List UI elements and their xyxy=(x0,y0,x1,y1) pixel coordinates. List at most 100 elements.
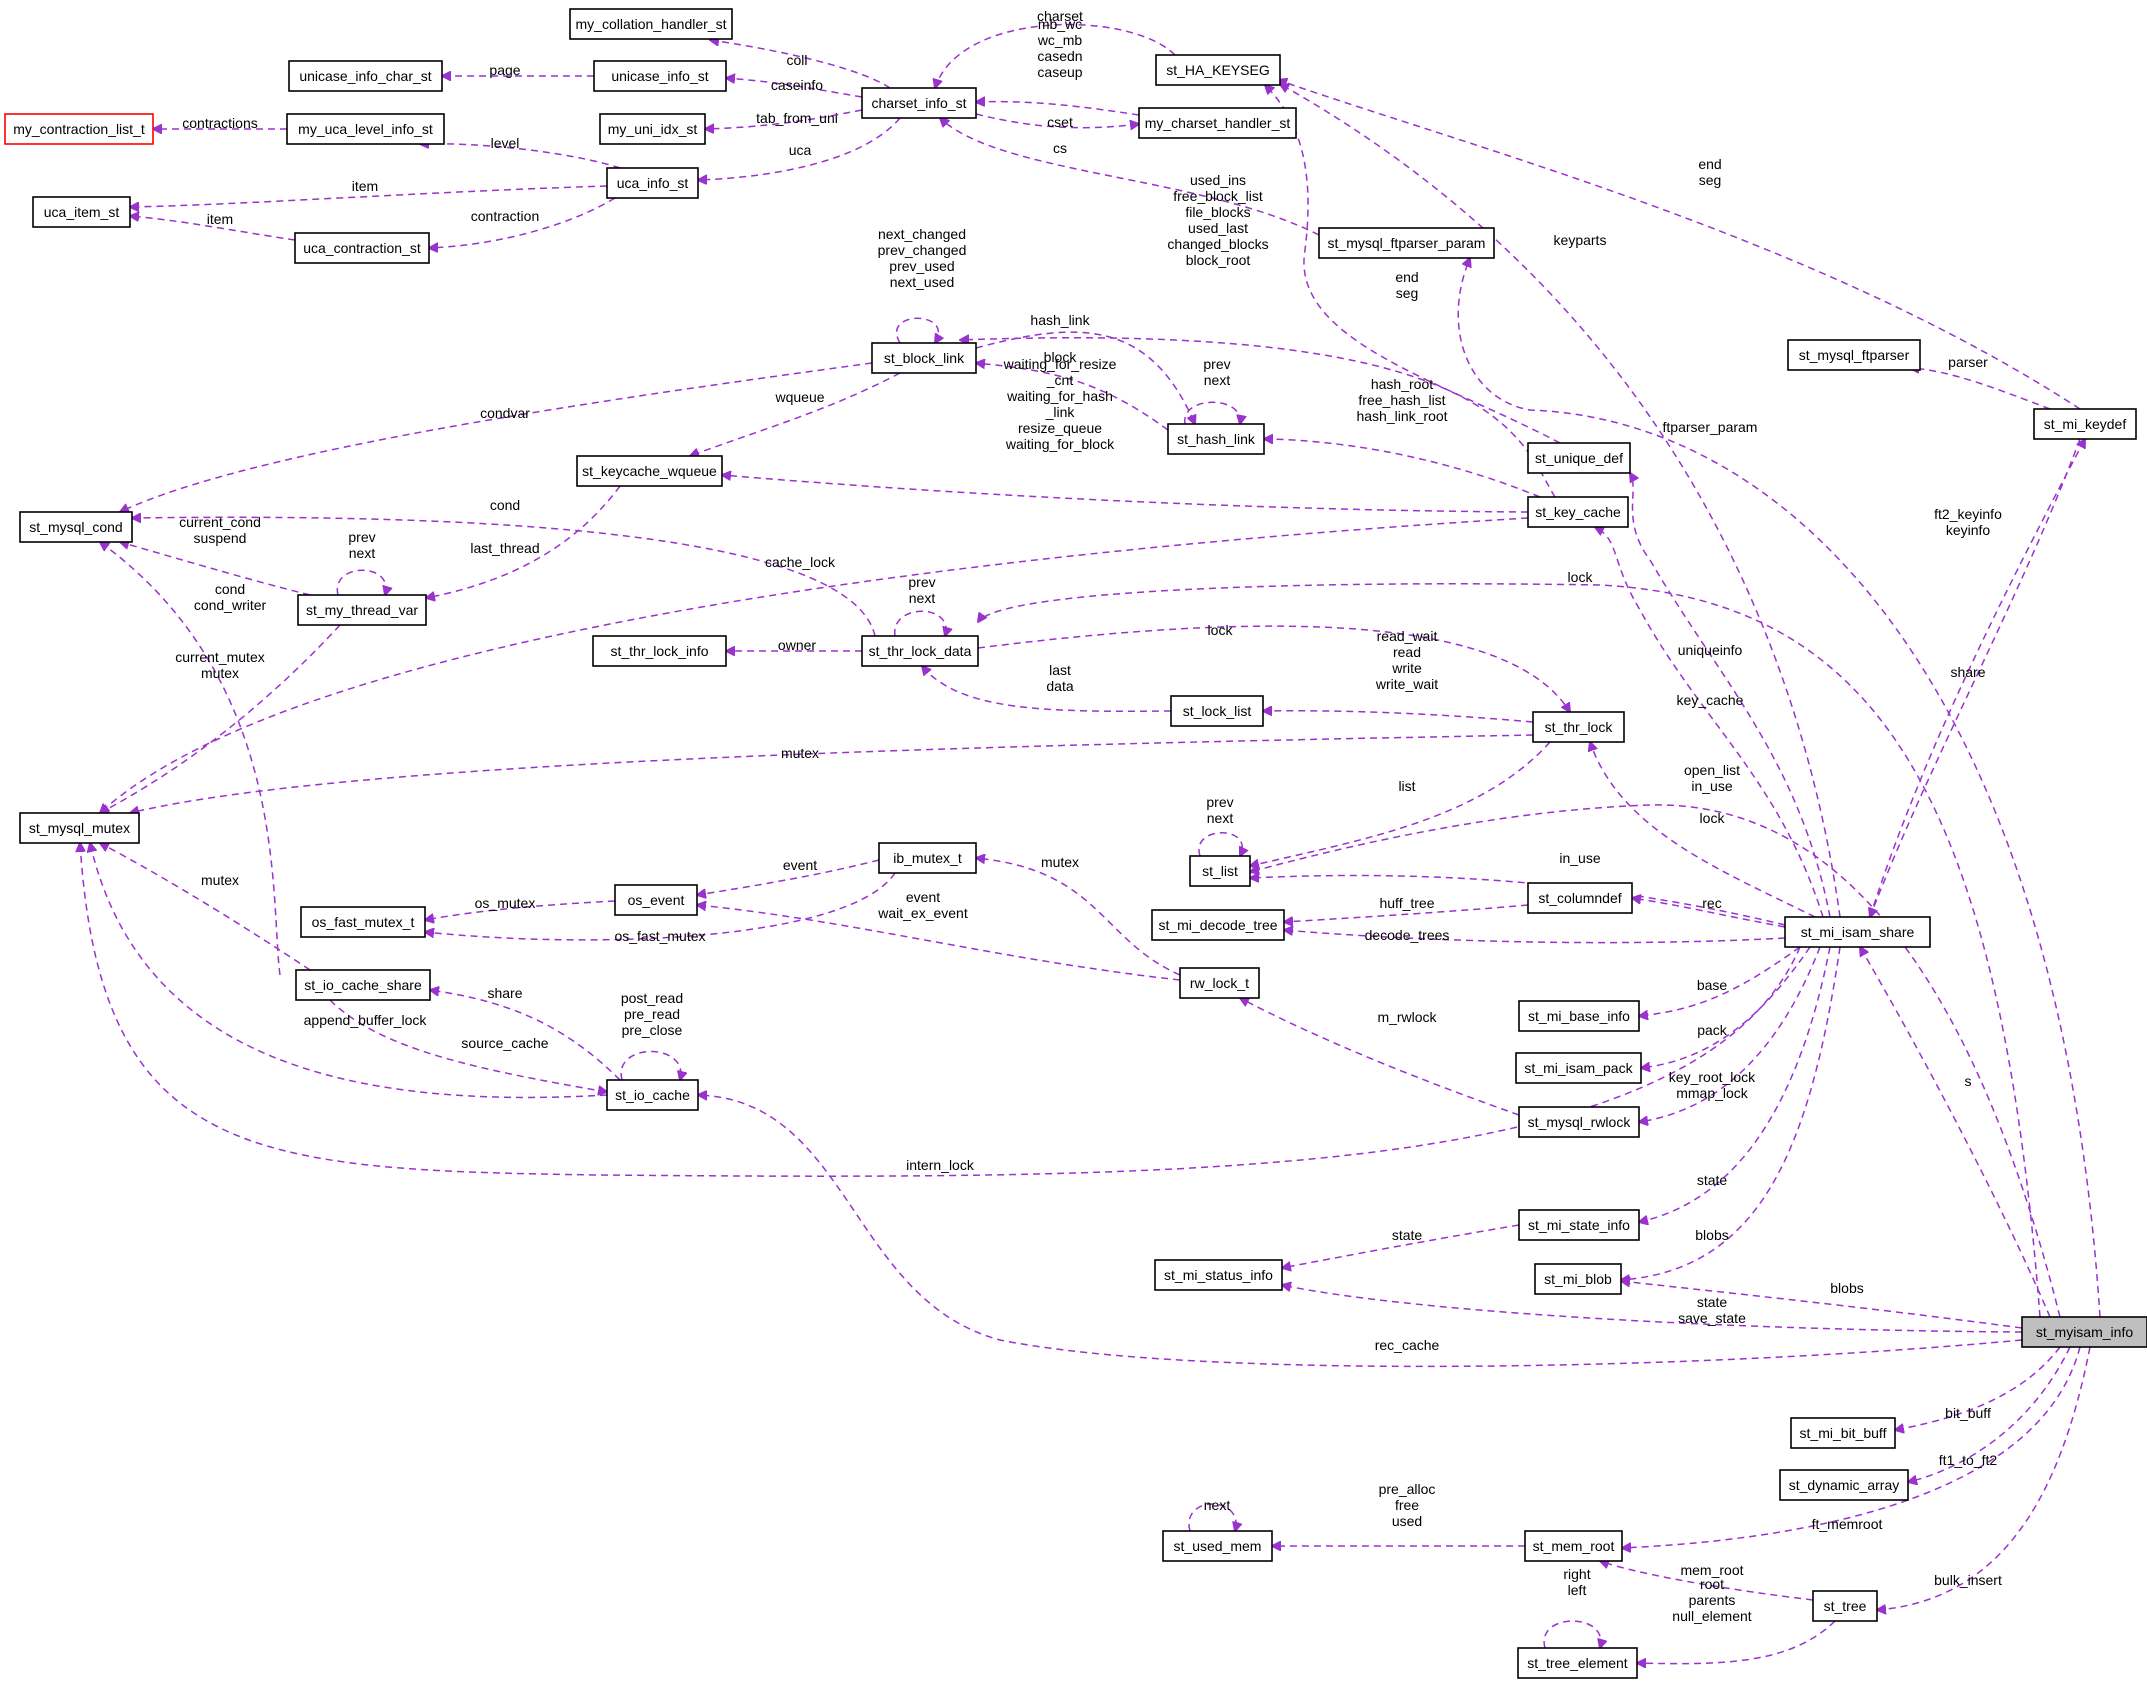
node-os_fast_mutex_t[interactable]: os_fast_mutex_t xyxy=(300,906,426,938)
node-st_used_mem[interactable]: st_used_mem xyxy=(1162,1530,1273,1562)
node-st_hash_link[interactable]: st_hash_link xyxy=(1167,423,1265,455)
node-label: uca_contraction_st xyxy=(303,240,421,256)
edge-st_myisam_info-to-st_mem_root xyxy=(1622,1346,2081,1548)
edge-label: wqueue xyxy=(774,389,824,405)
node-charset_info_st[interactable]: charset_info_st xyxy=(861,87,977,119)
edge-arrow xyxy=(1895,1346,2061,1430)
node-st_key_cache[interactable]: st_key_cache xyxy=(1527,496,1629,528)
node-st_mi_state_info[interactable]: st_mi_state_info xyxy=(1518,1209,1640,1241)
node-label: st_mysql_rwlock xyxy=(1528,1114,1632,1130)
node-label: st_io_cache_share xyxy=(304,977,422,993)
node-st_mysql_cond[interactable]: st_mysql_cond xyxy=(19,511,133,543)
node-label: st_mem_root xyxy=(1533,1538,1615,1554)
edge-st_mi_keydef-to-st_HA_KEYSEG xyxy=(1278,80,2081,410)
node-st_lock_list[interactable]: st_lock_list xyxy=(1170,695,1264,727)
node-my_uni_idx_st[interactable]: my_uni_idx_st xyxy=(599,113,706,145)
node-st_mysql_ftparser[interactable]: st_mysql_ftparser xyxy=(1787,339,1921,371)
edge-rw_lock_t-to-ib_mutex_t xyxy=(976,858,1181,976)
node-st_mi_blob[interactable]: st_mi_blob xyxy=(1534,1263,1622,1295)
edge-arrow xyxy=(710,40,891,89)
node-st_mi_isam_share[interactable]: st_mi_isam_share xyxy=(1784,916,1931,948)
edge-st_myisam_info-to-st_tree xyxy=(1877,1346,2091,1610)
node-st_HA_KEYSEG[interactable]: st_HA_KEYSEG xyxy=(1155,54,1281,86)
edge-st_io_cache_share-to-st_io_cache xyxy=(329,999,607,1092)
node-st_columndef[interactable]: st_columndef xyxy=(1527,882,1633,914)
node-st_mysql_ftparser_param[interactable]: st_mysql_ftparser_param xyxy=(1318,227,1495,259)
edge-label: state xyxy=(1392,1227,1423,1243)
node-label: st_key_cache xyxy=(1535,504,1621,520)
edge-arrow xyxy=(425,900,616,920)
node-st_thr_lock_data[interactable]: st_thr_lock_data xyxy=(861,635,979,667)
node-box xyxy=(1518,1106,1640,1138)
node-unicase_info_char_st[interactable]: unicase_info_char_st xyxy=(288,60,443,92)
node-st_dynamic_array[interactable]: st_dynamic_array xyxy=(1779,1469,1909,1501)
edge-arrow xyxy=(894,610,946,636)
edge-st_my_thread_var-to-st_my_thread_var xyxy=(336,569,386,595)
node-uca_info_st[interactable]: uca_info_st xyxy=(606,167,699,199)
node-st_io_cache_share[interactable]: st_io_cache_share xyxy=(295,969,431,1001)
edge-arrow xyxy=(426,485,621,598)
edge-st_mi_isam_share-to-st_unique_def xyxy=(1630,473,1831,918)
edge-arrow xyxy=(1188,1503,1236,1531)
node-rw_lock_t[interactable]: rw_lock_t xyxy=(1179,967,1260,999)
node-st_tree_element[interactable]: st_tree_element xyxy=(1517,1647,1638,1679)
node-st_mysql_rwlock[interactable]: st_mysql_rwlock xyxy=(1518,1106,1640,1138)
node-ib_mutex_t[interactable]: ib_mutex_t xyxy=(878,842,977,874)
node-st_mi_base_info[interactable]: st_mi_base_info xyxy=(1518,1000,1640,1032)
node-unicase_info_st[interactable]: unicase_info_st xyxy=(593,60,727,92)
node-label: st_mi_bit_buff xyxy=(1800,1425,1887,1441)
edge-st_thr_lock_data-to-st_thr_lock xyxy=(977,625,1570,712)
edge-label: parser xyxy=(1948,354,1988,370)
node-uca_contraction_st[interactable]: uca_contraction_st xyxy=(294,232,430,264)
edge-arrow xyxy=(620,1050,681,1081)
node-st_mem_root[interactable]: st_mem_root xyxy=(1524,1530,1623,1562)
node-st_block_link[interactable]: st_block_link xyxy=(871,342,977,374)
node-st_keycache_wqueue[interactable]: st_keycache_wqueue xyxy=(576,455,723,487)
node-uca_item_st[interactable]: uca_item_st xyxy=(32,196,131,228)
edge-arrow xyxy=(1860,947,2051,1318)
node-st_mysql_mutex[interactable]: st_mysql_mutex xyxy=(19,812,140,844)
edge-label: condvar xyxy=(480,405,530,421)
node-st_mi_bit_buff[interactable]: st_mi_bit_buff xyxy=(1790,1417,1896,1449)
edge-label: os_fast_mutex xyxy=(614,928,705,944)
node-box xyxy=(2033,408,2137,440)
edge-st_mi_keydef-to-st_mysql_ftparser xyxy=(1910,368,2051,410)
edge-arrow xyxy=(120,542,311,596)
node-st_mi_status_info[interactable]: st_mi_status_info xyxy=(1154,1259,1283,1291)
edge-arrow xyxy=(976,858,1181,976)
edge-st_mi_isam_share-to-st_mi_state_info xyxy=(1639,946,1831,1222)
edge-label: ftparser_param xyxy=(1663,419,1758,435)
node-st_mi_keydef[interactable]: st_mi_keydef xyxy=(2033,408,2137,440)
edge-label: in_use xyxy=(1559,850,1600,866)
edge-st_myisam_info-to-st_list xyxy=(1250,804,2061,1318)
edge-st_keycache_wqueue-to-st_my_thread_var xyxy=(426,485,621,598)
edge-arrow xyxy=(1639,946,1801,1016)
node-st_mi_isam_pack[interactable]: st_mi_isam_pack xyxy=(1515,1052,1642,1084)
edge-st_key_cache-to-st_keycache_wqueue xyxy=(722,475,1529,513)
node-st_tree[interactable]: st_tree xyxy=(1812,1590,1878,1622)
node-st_myisam_info[interactable]: st_myisam_info xyxy=(2021,1316,2147,1348)
edge-label: item xyxy=(207,211,233,227)
node-st_mi_decode_tree[interactable]: st_mi_decode_tree xyxy=(1151,909,1285,941)
node-my_collation_handler_st[interactable]: my_collation_handler_st xyxy=(569,8,733,40)
node-my_charset_handler_st[interactable]: my_charset_handler_st xyxy=(1138,107,1297,139)
edge-arrow xyxy=(1910,368,2051,410)
node-st_io_cache[interactable]: st_io_cache xyxy=(606,1079,699,1111)
node-st_my_thread_var[interactable]: st_my_thread_var xyxy=(297,594,427,626)
edge-label: ft1_to_ft2 xyxy=(1939,1452,1998,1468)
node-my_uca_level_info_st[interactable]: my_uca_level_info_st xyxy=(286,113,445,145)
node-st_unique_def[interactable]: st_unique_def xyxy=(1527,442,1631,474)
node-my_contraction_list_t[interactable]: my_contraction_list_t xyxy=(4,113,154,145)
node-box xyxy=(592,635,727,667)
node-box xyxy=(286,113,445,145)
node-st_thr_lock[interactable]: st_thr_lock xyxy=(1532,711,1625,743)
node-label: st_unique_def xyxy=(1535,450,1623,466)
node-st_thr_lock_info[interactable]: st_thr_lock_info xyxy=(592,635,727,667)
node-st_list[interactable]: st_list xyxy=(1189,855,1251,887)
node-os_event[interactable]: os_event xyxy=(614,884,698,916)
